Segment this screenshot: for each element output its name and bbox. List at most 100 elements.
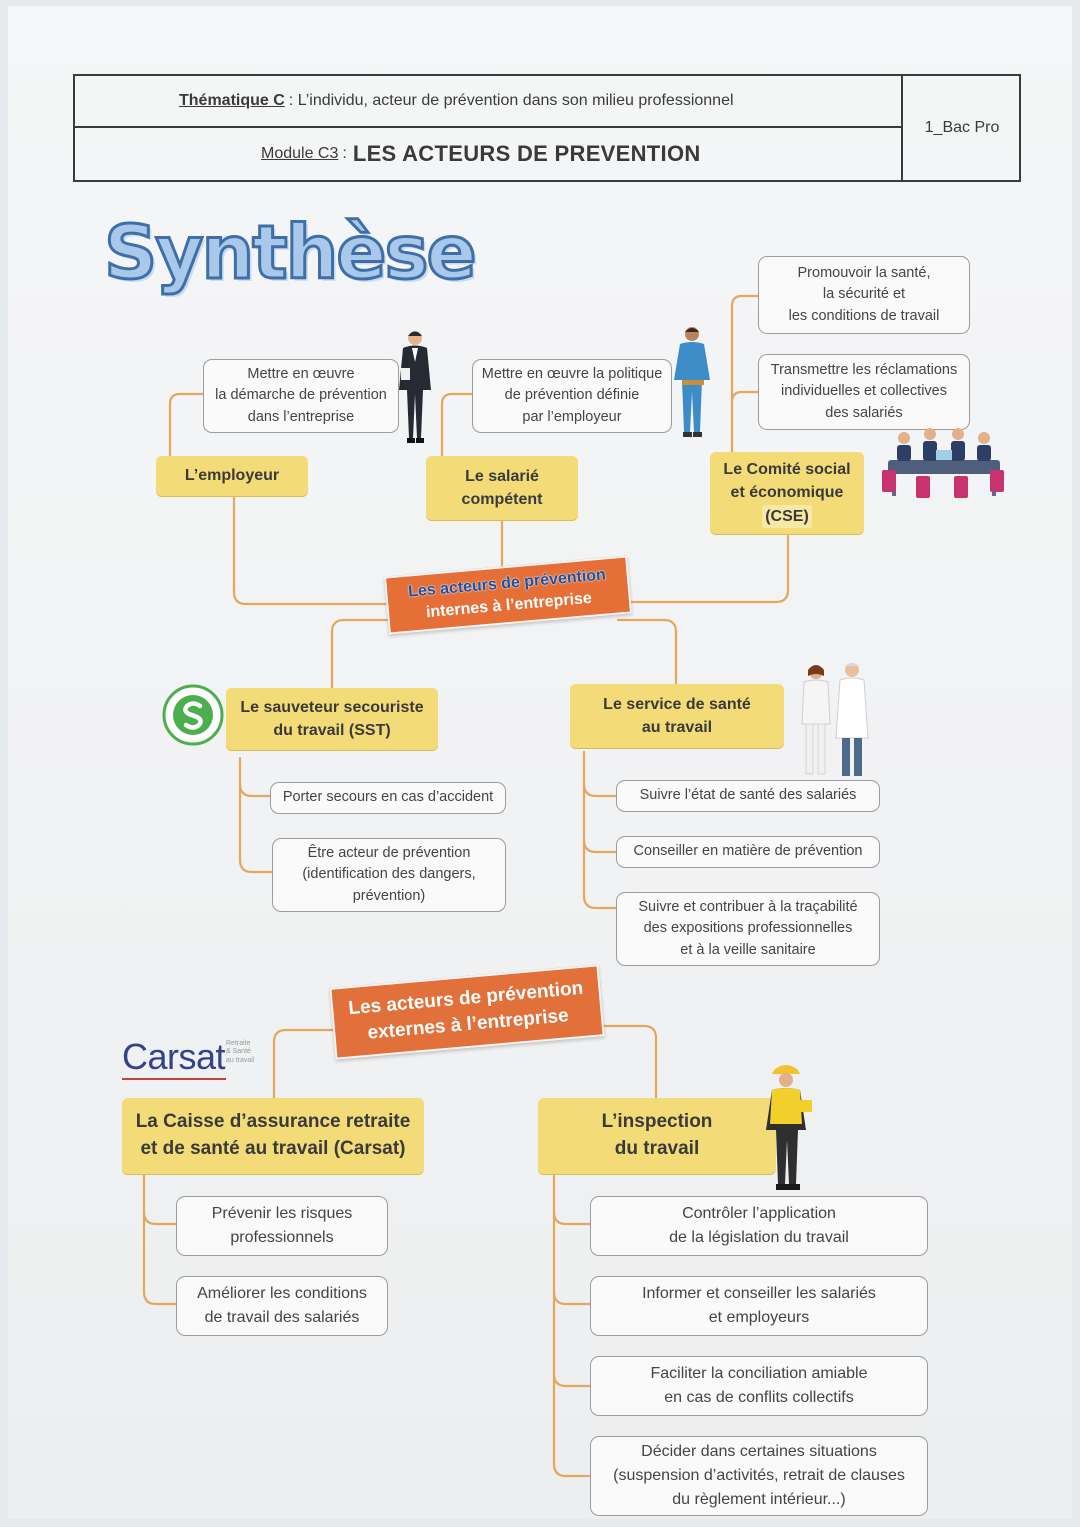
sante-task2-line: Conseiller en matière de prévention bbox=[633, 843, 863, 860]
carsat-label-line: La Caisse d’assurance retraite bbox=[135, 1111, 411, 1133]
carsat-logo-sub-line: Retraite bbox=[226, 1040, 251, 1047]
sante-task3-line: et à la veille sanitaire bbox=[680, 941, 816, 958]
sante-label-line: Le service de santé bbox=[603, 695, 751, 713]
inspection-task1-line: de la législation du travail bbox=[669, 1229, 849, 1246]
inspection-task-box-1: Contrôler l’application de la législatio… bbox=[590, 1196, 928, 1256]
carsat-box: La Caisse d’assurance retraite et de san… bbox=[122, 1098, 424, 1174]
sante-task-box-2: Conseiller en matière de prévention bbox=[616, 836, 880, 868]
line-inspection-task1 bbox=[552, 1210, 592, 1226]
sst-task2-line: prévention) bbox=[352, 887, 426, 904]
carsat-task-box-2: Améliorer les conditions de travail des … bbox=[176, 1276, 388, 1336]
sst-task2-line: (identification des dangers, bbox=[302, 866, 476, 883]
sst-task2-line: Être acteur de prévention bbox=[307, 845, 471, 862]
line-band-inspection bbox=[596, 1024, 658, 1100]
cse-task1-line: les conditions de travail bbox=[788, 307, 940, 324]
line-carsat-task1 bbox=[142, 1210, 178, 1226]
sante-task3-line: des expositions professionnelles bbox=[643, 920, 853, 937]
line-band-sante bbox=[616, 618, 678, 686]
line-sst-tasks bbox=[238, 756, 274, 874]
carsat-logo-sub: Retraite & Santé au travail bbox=[226, 1040, 254, 1065]
inspection-task3-line: Faciliter la conciliation amiable bbox=[650, 1365, 868, 1382]
carsat-task2-line: Améliorer les conditions bbox=[197, 1285, 367, 1302]
inspection-task2-line: et employeurs bbox=[708, 1309, 810, 1326]
sst-logo-icon bbox=[162, 684, 224, 746]
salarie-task-box: Mettre en œuvre la politique de préventi… bbox=[472, 359, 672, 433]
carsat-logo: Carsat bbox=[122, 1036, 226, 1077]
carsat-logo-sub-line: au travail bbox=[226, 1056, 255, 1064]
carsat-logo-sub-line: & Santé bbox=[226, 1048, 251, 1056]
line-sst-task1 bbox=[238, 782, 272, 798]
synthese-title: Synthèse bbox=[103, 209, 479, 298]
carsat-label-line: et de santé au travail (Carsat) bbox=[140, 1138, 406, 1159]
employeur-box: L’employeur bbox=[156, 456, 308, 496]
cse-task2-line: individuelles et collectives bbox=[780, 383, 947, 400]
salarie-task-line: de prévention définie bbox=[504, 387, 640, 404]
inspection-box: L’inspection du travail bbox=[538, 1098, 776, 1174]
cse-task1-line: la sécurité et bbox=[822, 286, 906, 303]
line-inspection-task3 bbox=[552, 1372, 592, 1388]
employeur-task-line: Mettre en œuvre bbox=[247, 366, 355, 383]
inspection-label-line: L’inspection bbox=[601, 1111, 713, 1133]
line-sante-task2 bbox=[582, 838, 618, 854]
carsat-task1-line: Prévenir les risques bbox=[211, 1205, 353, 1222]
sante-task1-line: Suivre l’état de santé des salariés bbox=[639, 787, 857, 804]
salarie-label-line: compétent bbox=[461, 491, 543, 508]
theme-text: : L’individu, acteur de prévention dans … bbox=[288, 92, 734, 109]
salarie-task-line: Mettre en œuvre la politique bbox=[481, 366, 663, 383]
level-cell: 1_Bac Pro bbox=[924, 119, 1000, 136]
sante-label-line: au travail bbox=[641, 719, 713, 736]
salarie-task-line: par l’employeur bbox=[522, 408, 622, 425]
salarie-box: Le salarié compétent bbox=[426, 456, 578, 520]
line-cse-task1 bbox=[730, 294, 760, 454]
sante-task-box-3: Suivre et contribuer à la traçabilité de… bbox=[616, 892, 880, 966]
inspection-label-line: du travail bbox=[614, 1138, 700, 1159]
carsat-logo-underline bbox=[122, 1078, 226, 1080]
employeur-task-line: dans l’entreprise bbox=[247, 408, 355, 425]
module-label: Module C3 bbox=[261, 145, 339, 162]
doctors-figure bbox=[801, 663, 869, 776]
line-sante-task1 bbox=[582, 782, 618, 798]
salarie-label-line: Le salarié bbox=[465, 467, 539, 485]
cse-task1-line: Promouvoir la santé, bbox=[797, 265, 931, 282]
sante-task-box-1: Suivre l’état de santé des salariés bbox=[616, 780, 880, 812]
carsat-task-box-1: Prévenir les risques professionnels bbox=[176, 1196, 388, 1256]
inspection-task-box-4: Décider dans certaines situations (suspe… bbox=[590, 1436, 928, 1516]
module-sep: : bbox=[342, 145, 347, 162]
inspection-task4-line: (suspension d’activités, retrait de clau… bbox=[613, 1467, 905, 1484]
line-cse-band bbox=[626, 534, 790, 604]
header-divider bbox=[901, 76, 903, 180]
module-row: Module C3 : LES ACTEURS DE PREVENTION bbox=[75, 128, 901, 180]
sst-task-box-1: Porter secours en cas d’accident bbox=[270, 782, 506, 814]
line-salarie-task bbox=[440, 392, 474, 460]
sst-task-box-2: Être acteur de prévention (identificatio… bbox=[272, 838, 506, 912]
line-employeur-task bbox=[168, 392, 205, 460]
sst-label-line: du travail (SST) bbox=[273, 722, 391, 739]
inspection-task-box-3: Faciliter la conciliation amiable en cas… bbox=[590, 1356, 928, 1416]
line-sante-tasks bbox=[582, 750, 618, 910]
cse-label-line: Le Comité social bbox=[723, 461, 851, 479]
cse-task-box-1: Promouvoir la santé, la sécurité et les … bbox=[758, 256, 970, 334]
line-band-carsat bbox=[272, 1028, 338, 1102]
cse-label-line: (CSE) bbox=[762, 504, 812, 528]
cse-label-line: et économique bbox=[730, 484, 844, 502]
cse-box: Le Comité social et économique (CSE) bbox=[710, 452, 864, 534]
carsat-task1-line: professionnels bbox=[230, 1229, 334, 1246]
line-inspection-tasks bbox=[552, 1174, 592, 1478]
employeur-task-box: Mettre en œuvre la démarche de préventio… bbox=[203, 359, 399, 433]
inspection-task2-line: Informer et conseiller les salariés bbox=[642, 1285, 876, 1302]
line-cse-task2 bbox=[730, 390, 760, 404]
sst-box: Le sauveteur secouriste du travail (SST) bbox=[226, 688, 438, 750]
inspection-task4-line: Décider dans certaines situations bbox=[641, 1443, 877, 1460]
inspection-task3-line: en cas de conflits collectifs bbox=[664, 1389, 854, 1406]
employeur-task-line: la démarche de prévention bbox=[215, 387, 387, 404]
meeting-illustration bbox=[882, 428, 1004, 498]
cse-task2-line: Transmettre les réclamations bbox=[770, 362, 958, 379]
sante-task3-line: Suivre et contribuer à la traçabilité bbox=[638, 899, 858, 916]
inspection-task-box-2: Informer et conseiller les salariés et e… bbox=[590, 1276, 928, 1336]
module-title: LES ACTEURS DE PREVENTION bbox=[352, 141, 701, 166]
line-employeur-band bbox=[232, 496, 394, 606]
line-carsat-tasks bbox=[142, 1172, 178, 1306]
line-inspection-task2 bbox=[552, 1290, 592, 1306]
cse-task2-line: des salariés bbox=[825, 404, 903, 421]
